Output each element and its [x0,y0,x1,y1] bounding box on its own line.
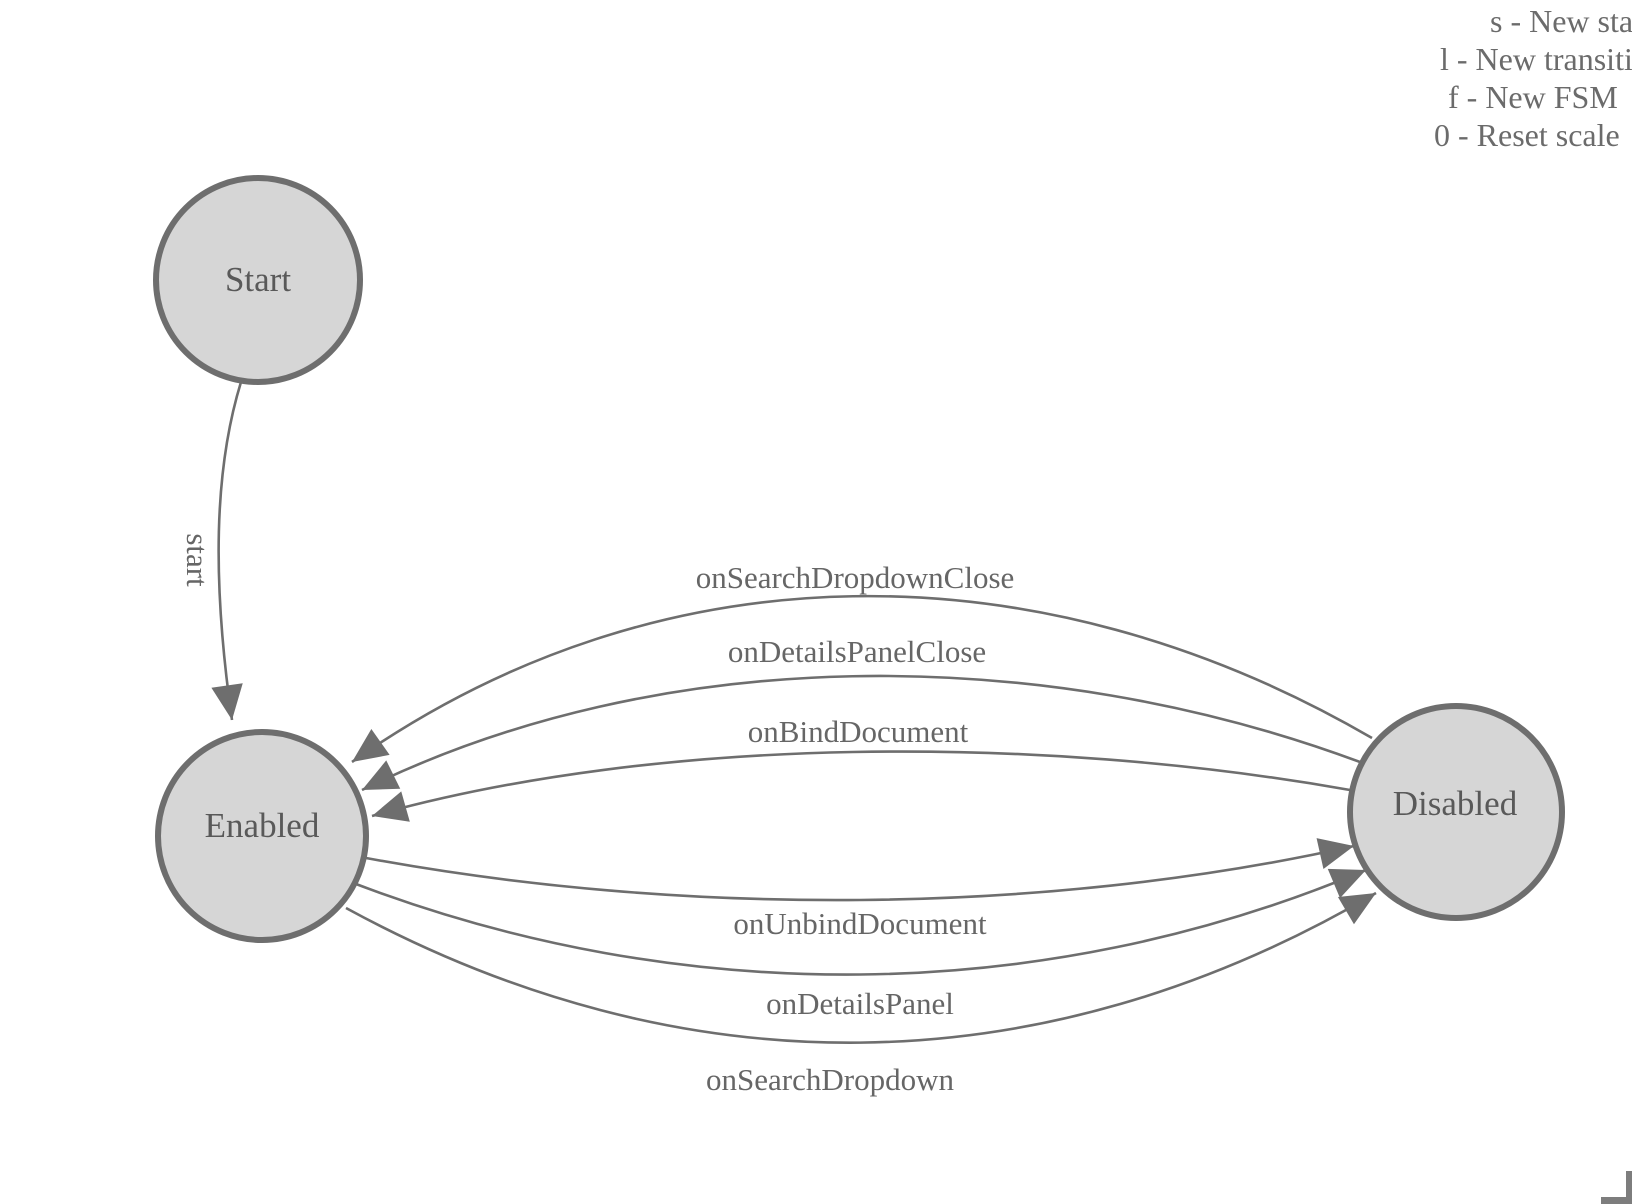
state-circle[interactable] [153,175,363,385]
transition-onDetailsPanel[interactable]: onDetailsPanel [355,868,1367,1021]
clipped-corner-vertical-bar [1626,1171,1632,1204]
legend-line-new-transition: l - New transition [1440,41,1632,77]
state-circle[interactable] [1347,703,1565,921]
state-enabled[interactable]: Enabled [155,729,369,943]
transition-label: onUnbindDocument [733,906,987,941]
transition-edge[interactable] [345,891,1377,1044]
transition-edge[interactable] [365,838,1355,902]
transition-label: onDetailsPanel [766,986,954,1021]
state-label: Enabled [205,806,320,845]
transition-label: onSearchDropdownClose [696,560,1015,595]
transition-onBindDocument[interactable]: onBindDocument [371,714,1351,822]
transition-label: onBindDocument [748,714,969,749]
state-start[interactable]: Start [153,175,363,385]
clipped-corner-horizontal-bar [1601,1197,1632,1204]
state-label: Disabled [1393,784,1518,823]
legend-line-reset-scale: 0 - Reset scale [1434,117,1620,153]
transition-edge[interactable] [371,750,1351,822]
transition-edge[interactable] [361,674,1361,792]
transition-start[interactable]: start [180,381,243,721]
transition-edge[interactable] [211,381,243,721]
transition-onDetailsPanelClose[interactable]: onDetailsPanelClose [361,634,1361,792]
state-label: Start [225,260,291,299]
transition-label: onSearchDropdown [706,1062,954,1097]
state-disabled[interactable]: Disabled [1347,703,1565,921]
transition-onSearchDropdown[interactable]: onSearchDropdown [345,891,1377,1097]
state-circle[interactable] [155,729,369,943]
transition-onSearchDropdownClose[interactable]: onSearchDropdownClose [351,560,1373,764]
legend-line-new-fsm: f - New FSM [1448,79,1618,115]
transition-edge[interactable] [351,594,1373,764]
transition-edge[interactable] [355,868,1367,976]
transition-onUnbindDocument[interactable]: onUnbindDocument [365,838,1355,941]
legend-line-new-state: s - New state [1490,3,1632,39]
transition-label: onDetailsPanelClose [728,634,986,669]
transition-label: start [180,533,215,587]
